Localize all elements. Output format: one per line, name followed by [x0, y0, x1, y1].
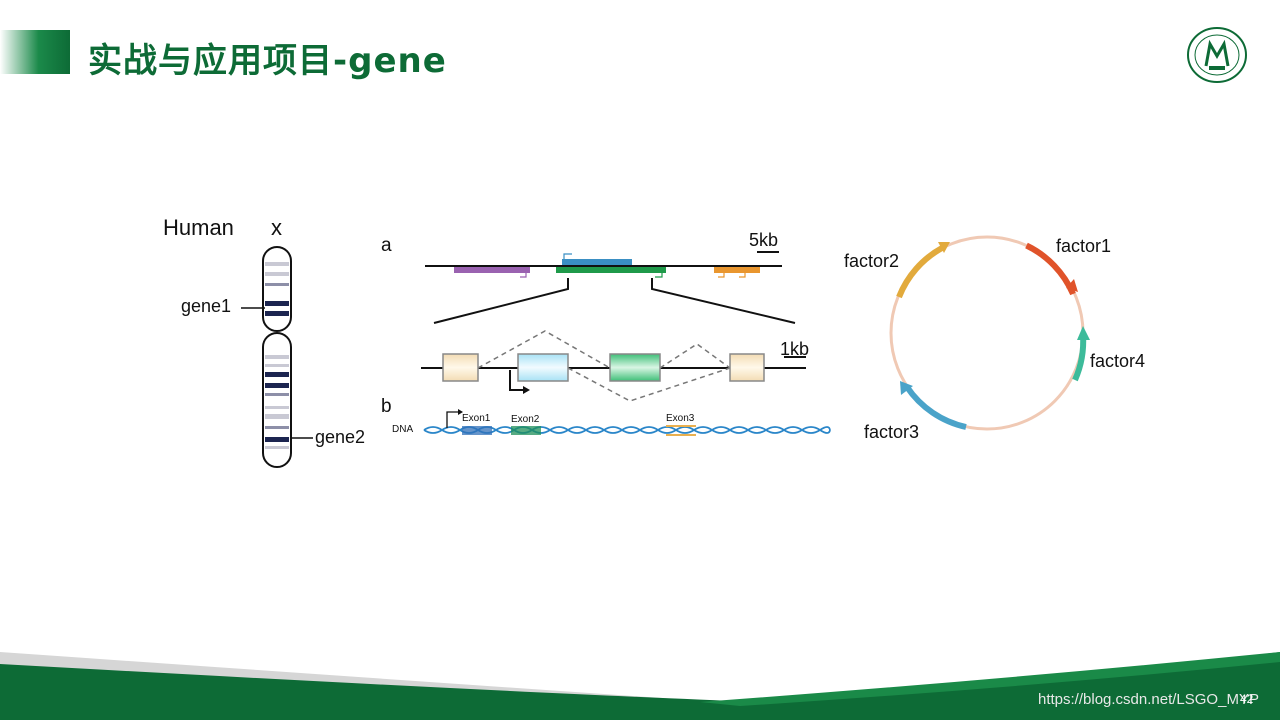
chromosome-x [241, 246, 313, 468]
exon2-label: Exon2 [511, 414, 540, 425]
footer-band [0, 652, 1280, 720]
gene2-label: gene2 [315, 427, 366, 447]
watermark-url: https://blog.csdn.net/LSGO_MYP [1038, 691, 1259, 708]
scale-1kb-label: 1kb [780, 339, 810, 359]
dna-label: DNA [392, 424, 414, 435]
factor3-label: factor3 [864, 422, 920, 442]
factor1-label: factor1 [1056, 236, 1112, 256]
panel-a-label: a [381, 235, 392, 256]
factor4-label: factor4 [1090, 351, 1146, 371]
chromosome-label: x [271, 215, 282, 240]
panel-b-label: b [381, 396, 392, 417]
exon-structure [421, 330, 806, 402]
university-logo-icon [1187, 27, 1247, 83]
species-label: Human [163, 215, 234, 240]
exon3-label: Exon3 [666, 413, 695, 424]
slide-title: 实战与应用项目-gene [88, 41, 447, 81]
factor2-label: factor2 [844, 251, 900, 271]
plasmid-map [889, 235, 1090, 431]
gene1-label: gene1 [181, 296, 232, 316]
exon1-label: Exon1 [462, 413, 491, 424]
page-number: 42 [1240, 692, 1254, 706]
dna-helix [423, 409, 831, 436]
title-accent-bar [0, 30, 70, 74]
scale-5kb-label: 5kb [749, 230, 779, 250]
gene-locus-panel [425, 251, 796, 324]
